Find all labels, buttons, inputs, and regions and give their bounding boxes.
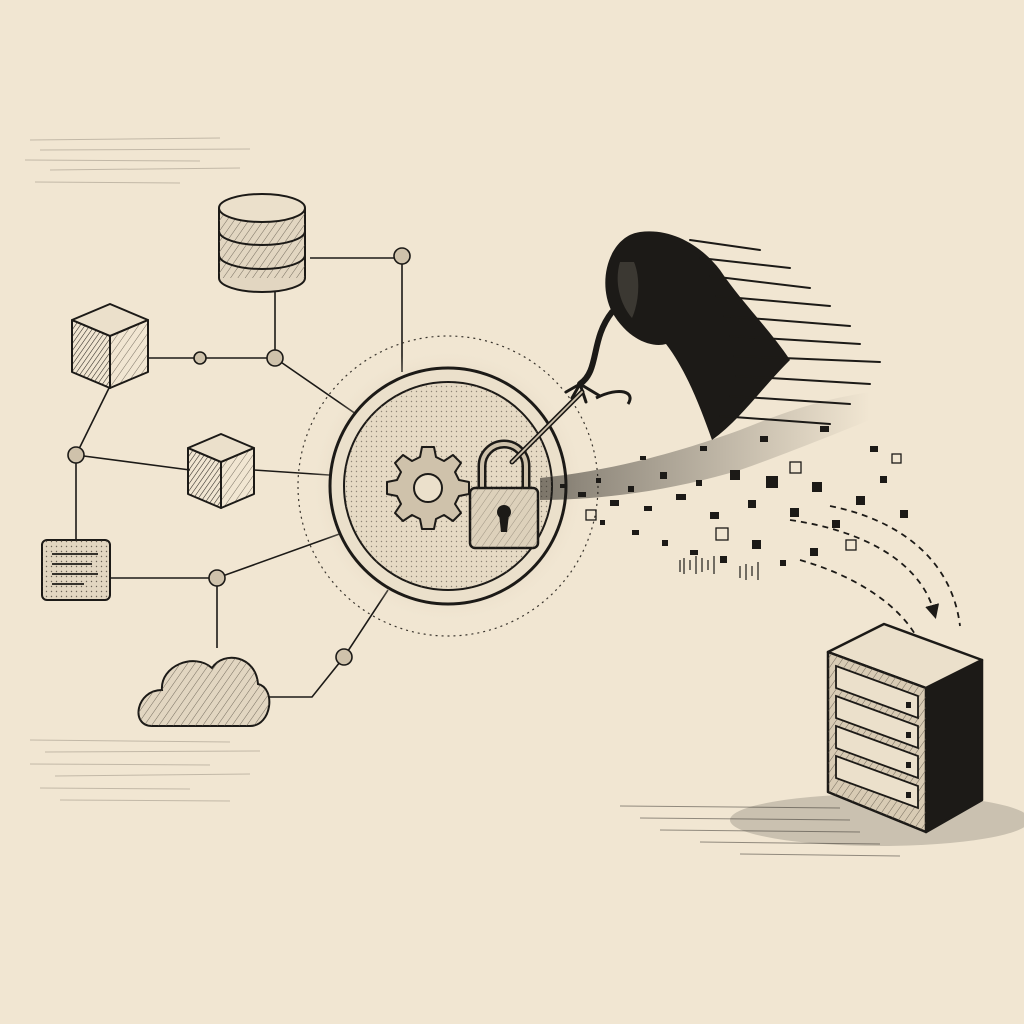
data-fragments	[540, 392, 908, 580]
gear-icon	[386, 446, 470, 530]
lockpick-tool	[509, 389, 632, 465]
connection-joints	[67, 247, 411, 666]
cube-icon	[187, 433, 255, 509]
database-icon	[218, 193, 306, 293]
server-rack-icon	[619, 622, 1024, 857]
cloud-icon	[137, 656, 271, 727]
cube-icon	[71, 303, 149, 389]
document-icon	[41, 539, 111, 601]
padlock-icon	[468, 439, 540, 550]
background-smudges	[24, 137, 261, 802]
hooded-figure	[564, 231, 881, 440]
